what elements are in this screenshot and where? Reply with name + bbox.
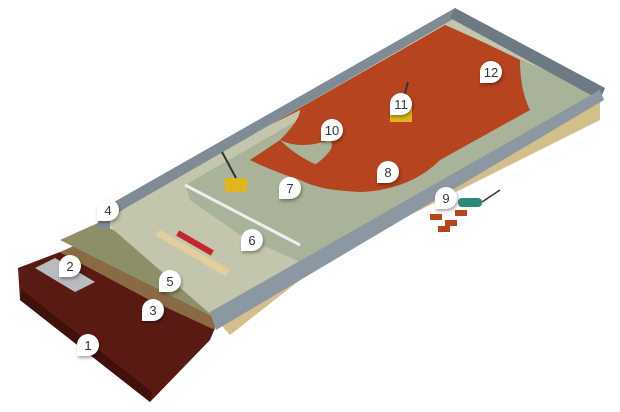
screed-board bbox=[155, 230, 230, 276]
gravel-layer bbox=[60, 222, 215, 318]
angle-grinder bbox=[458, 189, 501, 207]
marker-4[interactable]: 4 bbox=[97, 199, 119, 221]
marker-label: 5 bbox=[166, 273, 174, 289]
marker-8[interactable]: 8 bbox=[377, 161, 399, 183]
marker-label: 1 bbox=[84, 337, 92, 353]
curb-back bbox=[100, 8, 462, 220]
marker-label: 7 bbox=[286, 180, 294, 196]
marker-1[interactable]: 1 bbox=[77, 334, 99, 356]
screed-rail bbox=[184, 183, 301, 247]
marker-label: 3 bbox=[149, 302, 157, 318]
marker-label: 2 bbox=[66, 258, 74, 274]
marker-6[interactable]: 6 bbox=[241, 229, 263, 251]
soil-layer bbox=[18, 252, 215, 402]
marker-10[interactable]: 10 bbox=[321, 119, 343, 141]
marker-12[interactable]: 12 bbox=[480, 61, 502, 83]
curb-right bbox=[450, 8, 605, 100]
marker-label: 6 bbox=[248, 232, 256, 248]
marker-5[interactable]: 5 bbox=[159, 270, 181, 292]
marker-label: 9 bbox=[442, 190, 450, 206]
marker-7[interactable]: 7 bbox=[279, 177, 301, 199]
brick-path bbox=[250, 140, 400, 192]
plate-compactor bbox=[221, 151, 247, 192]
marker-label: 11 bbox=[394, 96, 408, 112]
spirit-level bbox=[176, 230, 214, 256]
marker-label: 4 bbox=[104, 202, 112, 218]
marker-3[interactable]: 3 bbox=[142, 299, 164, 321]
loose-bricks bbox=[430, 210, 467, 232]
marker-11[interactable]: 11 bbox=[390, 93, 412, 115]
marker-label: 8 bbox=[384, 164, 392, 180]
curb-front bbox=[210, 90, 604, 330]
marker-label: 12 bbox=[483, 64, 499, 80]
marker-9[interactable]: 9 bbox=[435, 187, 457, 209]
marker-2[interactable]: 2 bbox=[59, 255, 81, 277]
marker-label: 10 bbox=[324, 122, 340, 138]
